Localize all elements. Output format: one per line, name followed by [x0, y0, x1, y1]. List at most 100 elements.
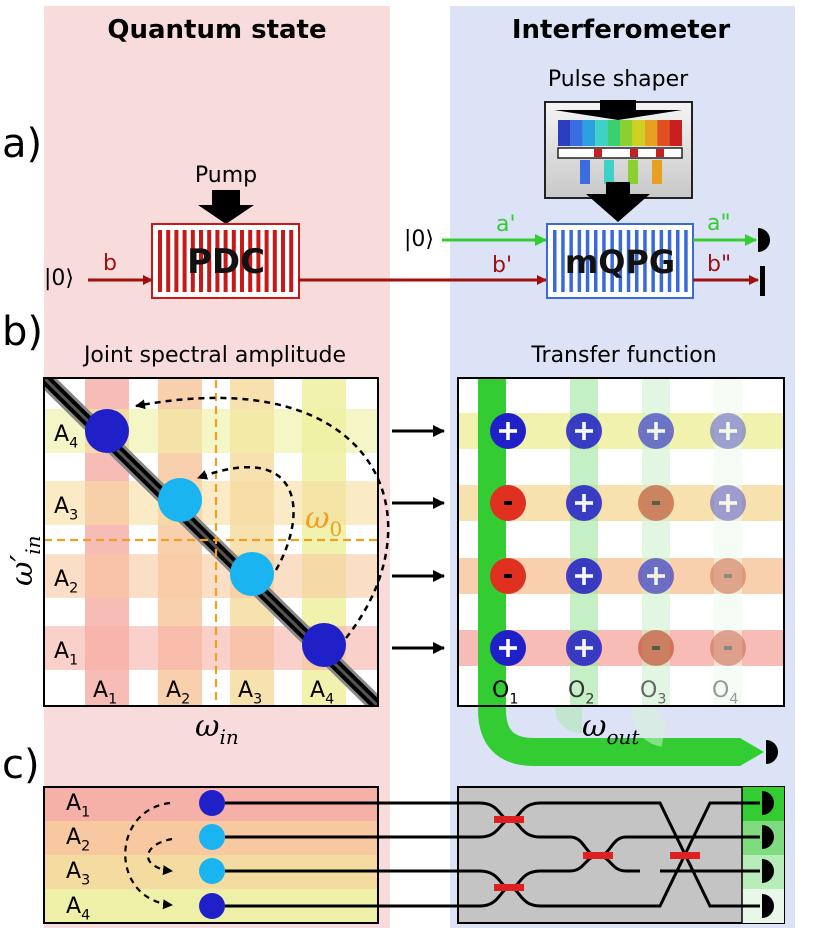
- tf-output-label: O3: [640, 678, 666, 708]
- beam-block-icon: [760, 266, 765, 296]
- tf-sign-dot: -: [710, 558, 746, 594]
- spectrum-segment: [570, 120, 583, 146]
- pdc-stripe: [190, 230, 195, 292]
- beam-splitter-3: [583, 852, 613, 859]
- jsa-row-band: [44, 554, 378, 598]
- tf-sign-dot: -: [710, 630, 746, 666]
- tf-sign-dot: +: [566, 413, 602, 449]
- spectrum-segment: [644, 120, 658, 146]
- detector-out-icon: [766, 740, 778, 764]
- tf-sign-dot: +: [710, 413, 746, 449]
- mqpg-stripe: [643, 230, 647, 292]
- beam-splitter-2: [494, 884, 524, 891]
- tf-sign-dots: ++++-+-+-++-++--: [490, 413, 746, 666]
- mqpg-stripe: [585, 230, 590, 292]
- pdc-stripe: [240, 230, 244, 292]
- detector-c4-icon: [762, 894, 774, 918]
- pdc-stripe: [281, 230, 285, 292]
- detector-a-icon: [758, 228, 770, 252]
- jsa-row-label: A1: [54, 639, 78, 669]
- spectrum-segment: [595, 120, 608, 146]
- mqpg-stripe: [602, 230, 606, 292]
- w-out-label: ωout: [582, 709, 640, 749]
- mqpg-stripe: [594, 230, 598, 292]
- mqpg-stripe: [667, 230, 672, 292]
- pdc-stripe: [256, 230, 261, 292]
- c-dot-a2: [199, 824, 225, 850]
- pdc-stripe: [207, 230, 212, 292]
- pdc-stripe: [272, 230, 277, 292]
- mqpg-stripe: [561, 230, 565, 292]
- jsa-row-band: [44, 481, 378, 525]
- tf-sign-dot: +: [490, 630, 526, 666]
- tf-sign-dot: +: [490, 413, 526, 449]
- swap-arrow-inner: [197, 465, 295, 571]
- detector-c3-icon: [762, 859, 774, 883]
- tf-output-label: O4: [712, 678, 738, 708]
- mqpg-stripe: [676, 230, 680, 292]
- pdc-stripe: [182, 230, 187, 292]
- tf-sign-dot: +: [566, 485, 602, 521]
- output-arrow-icon: [740, 738, 764, 766]
- pump-label: Pump: [195, 163, 257, 188]
- output-lane-o1: [478, 378, 740, 766]
- pdc-label: PDC: [187, 242, 265, 282]
- mask-segment: [580, 160, 590, 184]
- mqpg-stripe: [626, 230, 631, 292]
- pdc-stripe: [199, 230, 203, 292]
- jsa-row-label: A2: [54, 567, 78, 597]
- detector-c1-icon: [762, 791, 774, 815]
- tf-sign-dot: -: [638, 630, 674, 666]
- mode-b-label: b: [103, 251, 117, 276]
- jsa-dot-a1: [302, 623, 346, 667]
- pump-arrow: [198, 190, 254, 224]
- spectrum-segment: [558, 120, 571, 146]
- detector-c2-icon: [762, 825, 774, 849]
- tf-sign-dot: +: [566, 558, 602, 594]
- pdc-stripe: [174, 230, 179, 292]
- c-dot-a1: [199, 790, 225, 816]
- mode-a-prime-label: a': [496, 212, 516, 237]
- panel-label-a: a): [2, 121, 42, 167]
- pdc-stripe: [248, 230, 253, 292]
- panel-label-c: c): [2, 742, 40, 788]
- panel-c-label: A3: [66, 859, 90, 889]
- panel-c-label: A2: [66, 825, 90, 855]
- mqpg-crystal: mQPG: [546, 223, 694, 299]
- mask-segment: [628, 160, 638, 184]
- mask-segment: [652, 160, 662, 184]
- pdc-stripe: [158, 230, 162, 292]
- swap-arrow-outer: [135, 396, 390, 639]
- beam-splitter-4: [670, 852, 700, 859]
- mqpg-label: mQPG: [565, 243, 675, 281]
- mqpg-stripe: [577, 230, 582, 292]
- tf-sign-dot: -: [490, 558, 526, 594]
- pdc-stripe: [289, 230, 294, 292]
- jsa-row-label: A3: [54, 494, 78, 524]
- mode-b-double-prime-label: b": [707, 252, 731, 277]
- pdc-stripe: [264, 230, 269, 292]
- jsa-row-label: A4: [54, 422, 78, 452]
- pdc-stripe: [231, 230, 236, 292]
- mask-marker: [594, 149, 602, 157]
- pulse-shaper-label: Pulse shaper: [548, 67, 689, 92]
- mask-marker: [630, 149, 638, 157]
- mqpg-stripe: [553, 230, 557, 292]
- quantum-state-header: Quantum state: [107, 15, 326, 45]
- mask-segment: [604, 160, 614, 184]
- spectrum-segment: [657, 120, 670, 146]
- spectrum-segment: [632, 120, 645, 146]
- pdc-crystal: PDC: [151, 223, 300, 299]
- jsa-col-label: A3: [238, 678, 262, 708]
- ket-left: |0⟩: [44, 266, 74, 291]
- tf-sign-dot: -: [490, 485, 526, 521]
- jsa-col-label: A4: [310, 678, 334, 708]
- jsa-col-label: A2: [166, 678, 190, 708]
- mqpg-stripe: [569, 230, 573, 292]
- pdc-stripe: [215, 230, 220, 292]
